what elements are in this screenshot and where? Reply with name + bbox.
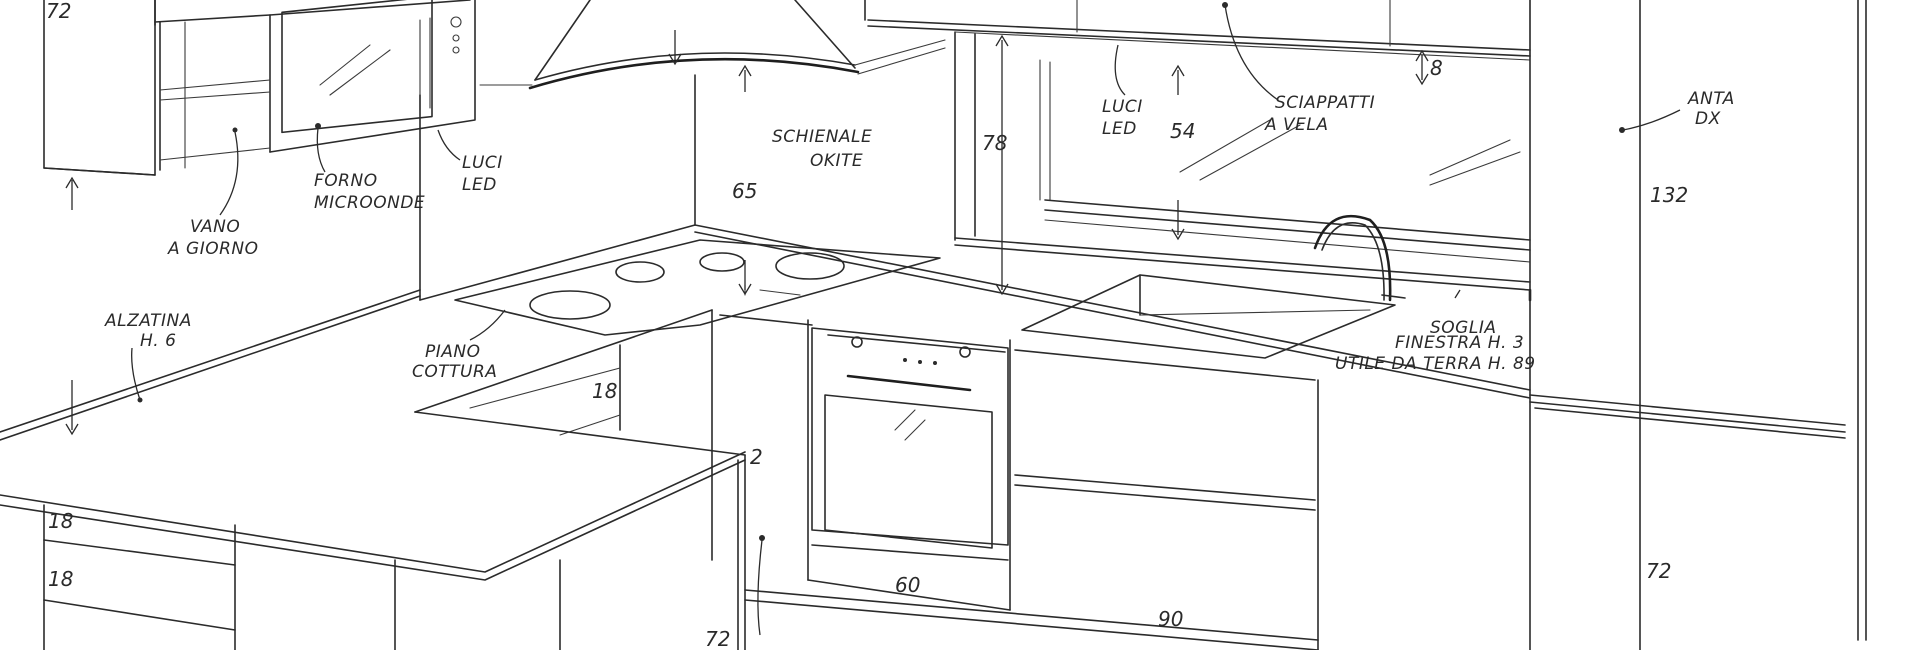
dim-18-drawer1: 18 xyxy=(48,509,73,533)
wall-cabinet-left xyxy=(43,0,271,176)
tall-cabinet xyxy=(1529,0,1867,650)
dim-72-top: 72 xyxy=(46,0,71,23)
label-soglia-line3: UTILE DA TERRA H. 89 xyxy=(1335,354,1536,374)
dim-72-bottom: 72 xyxy=(705,627,730,650)
oven xyxy=(811,327,1009,561)
dimension-lines xyxy=(65,30,1429,636)
label-schienale-line1: SCHIENALE xyxy=(772,127,872,147)
range-hood xyxy=(479,0,946,90)
annotation-leaders xyxy=(131,2,1681,403)
label-vano-line1: VANO xyxy=(190,217,240,237)
dim-78: 78 xyxy=(982,131,1007,155)
base-cabinets xyxy=(711,309,1319,650)
dim-8: 8 xyxy=(1430,56,1443,80)
dim-18-peninsula: 18 xyxy=(592,379,617,403)
dim-90: 90 xyxy=(1158,607,1183,631)
sink xyxy=(1021,214,1406,359)
label-forno-line2: MICROONDE xyxy=(314,193,425,213)
dimension-labels: 72 65 78 54 8 132 18 2 18 18 60 90 72 72 xyxy=(46,0,1688,650)
dim-18-drawer2: 18 xyxy=(48,567,73,591)
dim-132: 132 xyxy=(1650,183,1688,207)
label-vano-line2: A GIORNO xyxy=(167,239,259,259)
label-piano-line1: PIANO xyxy=(425,342,481,362)
label-luci2-line2: LED xyxy=(1102,119,1137,139)
dim-65: 65 xyxy=(732,179,757,203)
dim-60: 60 xyxy=(895,573,920,597)
label-luci1-line1: LUCI xyxy=(462,153,503,173)
peninsula-drawers xyxy=(43,344,621,650)
label-alzatina-line2: H. 6 xyxy=(140,331,176,351)
label-luci2-line1: LUCI xyxy=(1102,97,1143,117)
label-soglia-line2: FINESTRA H. 3 xyxy=(1395,333,1524,353)
microwave-cabinet xyxy=(269,0,476,153)
label-piano-line2: COTTURA xyxy=(412,362,497,382)
label-sciappatti-line2: A VELA xyxy=(1264,115,1329,135)
label-schienale-line2: OKITE xyxy=(810,151,863,171)
label-sciappatti-line1: SCIAPPATTI xyxy=(1275,93,1375,113)
dim-2: 2 xyxy=(750,445,763,469)
label-anta-line2: DX xyxy=(1695,109,1721,129)
label-anta-line1: ANTA xyxy=(1687,89,1735,109)
label-alzatina-line1: ALZATINA xyxy=(104,311,192,331)
window xyxy=(954,31,1532,302)
dim-72-right: 72 xyxy=(1646,559,1671,583)
dim-54: 54 xyxy=(1170,119,1195,143)
countertop xyxy=(0,224,1531,650)
text-labels: VANO A GIORNO FORNO MICROONDE LUCI LED S… xyxy=(104,89,1735,382)
label-soglia-line1: SOGLIA xyxy=(1430,318,1496,338)
label-forno-line1: FORNO xyxy=(314,171,378,191)
label-luci1-line2: LED xyxy=(462,175,497,195)
wall-corner xyxy=(419,74,696,301)
cooktop xyxy=(454,239,941,336)
wall-cabinet-right xyxy=(864,0,1531,57)
